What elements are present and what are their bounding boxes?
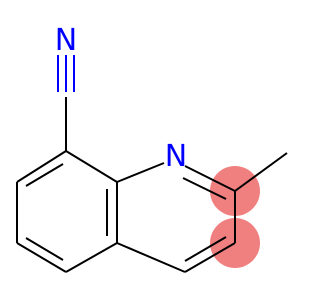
bond-c3-c4 [184,242,236,273]
bond-c8a-n1 [116,162,165,183]
bond-n1-c2-inner [182,177,227,200]
bond-c6-c5-inner [25,237,64,261]
molecule-svg: N N [16,23,288,273]
atom-labels: N N [55,23,187,174]
atom-label-ring-n: N [165,139,187,174]
atom-label-nitrile-n: N [55,23,77,58]
bonds [16,55,288,273]
bond-c3-c4-inner [184,236,227,262]
bond-c5-c4a [65,242,118,273]
molecule-diagram: N N [16,23,288,273]
bond-n1-c2 [184,165,236,192]
bond-c8-c8a [65,150,118,183]
bond-c6-c5 [16,242,67,273]
bond-c8-c7 [16,150,67,183]
bond-c8-c7-inner [25,163,64,187]
bond-c2-methyl [234,152,288,192]
bond-c4-c4a [116,242,186,273]
